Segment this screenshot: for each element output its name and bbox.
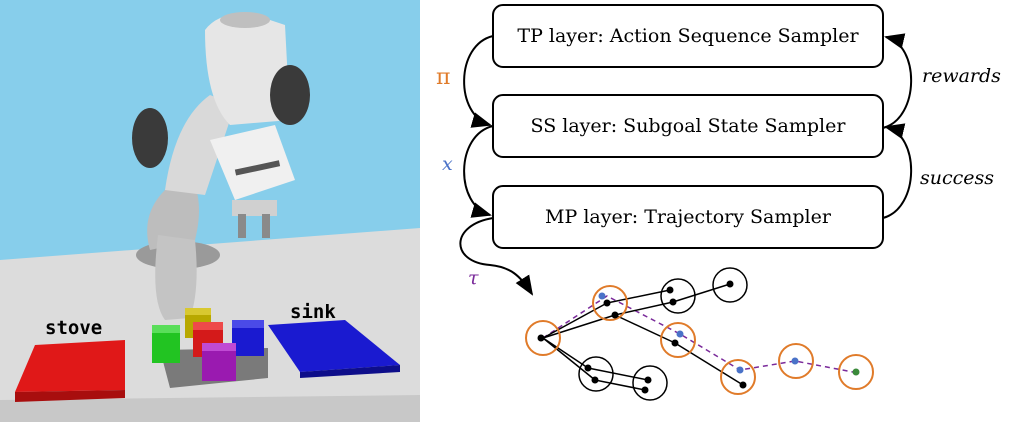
trajectory-tree [525,267,874,401]
subgoal-dots [598,292,799,374]
subgoal-circle [525,320,561,356]
sample-circle [632,365,668,401]
subgoal-circle [720,359,756,395]
layer-diagram: TP layer: Action Sequence Sampler SS lay… [436,4,1001,401]
tau-label: τ [468,267,479,289]
pi-arrow [463,35,494,128]
x-arrow [463,125,494,218]
rewards-label: rewards [922,65,1001,87]
stove-label: stove [45,317,102,339]
sample-circle [578,356,614,392]
trajectory-nodes [537,280,747,394]
x-label: x [442,153,453,175]
trajectory-edges [542,283,744,391]
subgoal-dashed-path [542,295,854,373]
table-front-shade [0,395,420,422]
robot-scene: stove sink [0,0,420,422]
tp-layer-label: TP layer: Action Sequence Sampler [517,25,859,47]
stove [15,340,125,402]
success-label: success [920,167,994,189]
tau-arrow [459,217,534,296]
sample-circle [660,278,696,314]
success-arrow [882,123,913,219]
subgoal-circle [778,343,814,379]
ss-layer-label: SS layer: Subgoal State Sampler [531,115,847,137]
rewards-arrow [882,33,913,129]
robot-arm [132,12,310,320]
subgoal-circle [660,322,696,358]
block-blue [232,320,264,356]
sample-circle [712,267,748,303]
block-green [152,325,180,363]
block-purple [202,343,236,381]
sink-label: sink [290,301,336,323]
subgoal-circle [592,285,628,321]
goal-dot [852,368,860,376]
pi-label: π [436,65,450,90]
mp-layer-label: MP layer: Trajectory Sampler [545,206,832,228]
goal-circle [838,354,874,390]
sink [268,320,400,378]
